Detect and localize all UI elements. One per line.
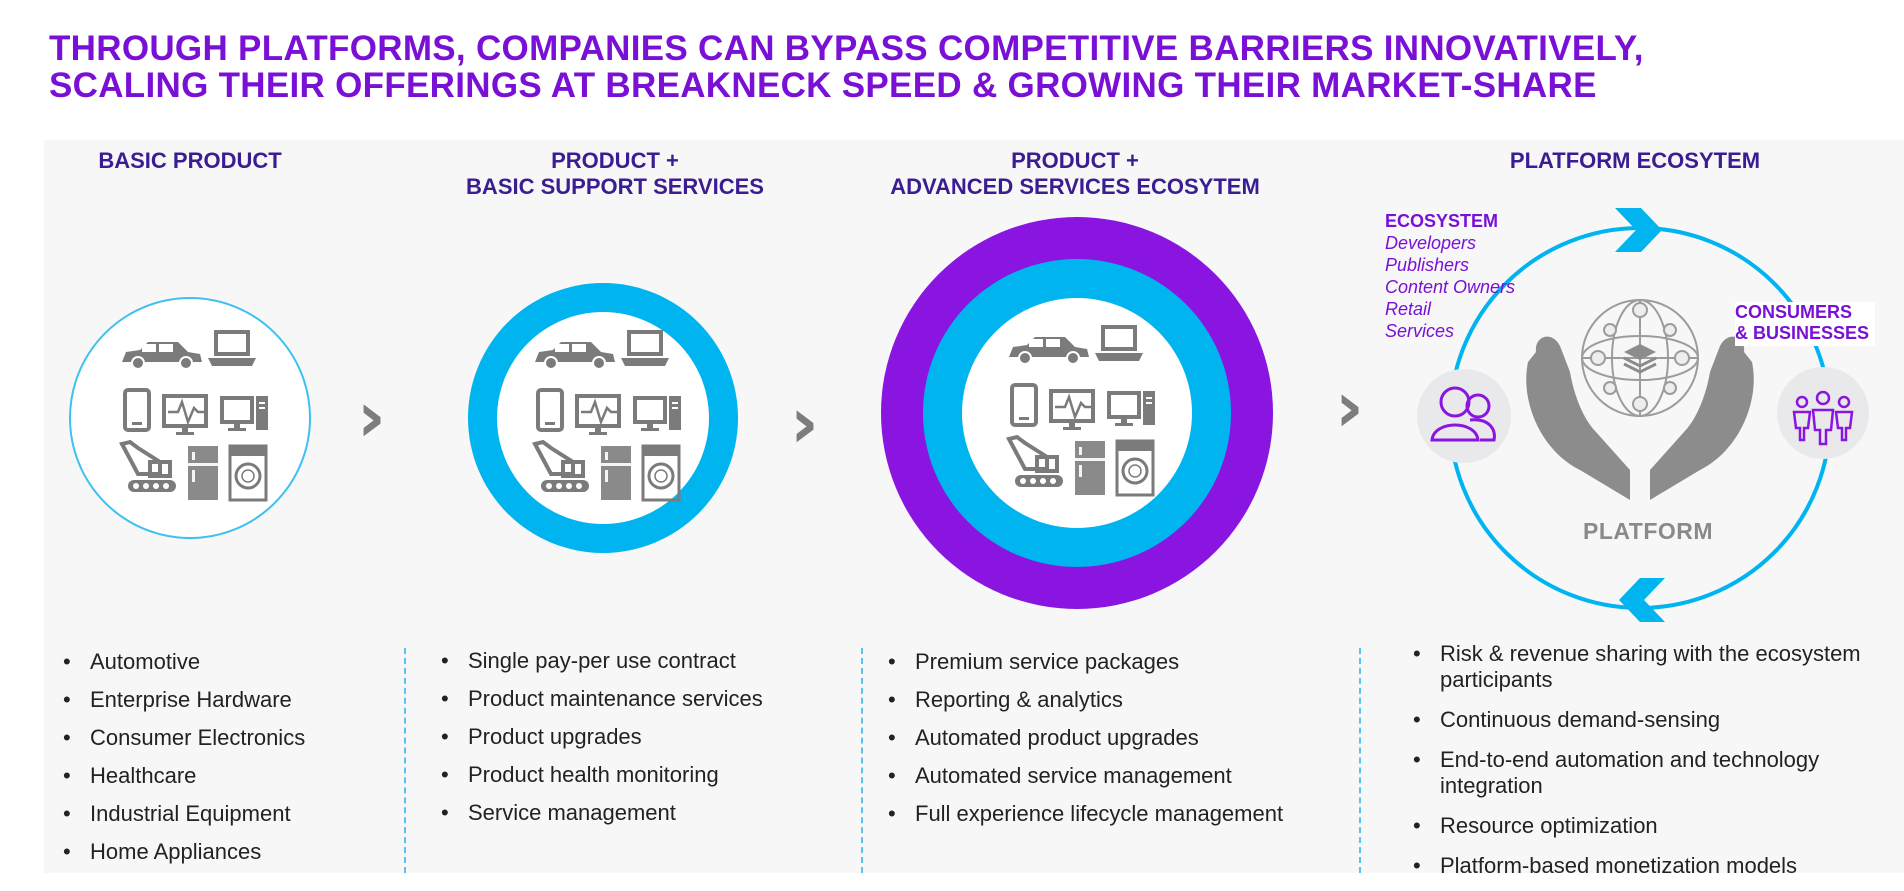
ecosystem-item: Developers <box>1385 233 1477 253</box>
platform-label: PLATFORM <box>1583 518 1714 544</box>
list-item: Automated product upgrades <box>883 725 1353 751</box>
headline-line-2: scaling their offerings at breakneck spe… <box>49 66 1597 105</box>
list-item: Product maintenance services <box>436 686 856 712</box>
stage-platform-ecosystem <box>1417 208 1869 622</box>
progression-arrow-3-icon: › <box>1335 366 1364 448</box>
bullet-list-platform-ecosystem: Risk & revenue sharing with the ecosyste… <box>1408 641 1888 891</box>
list-item: Service management <box>436 800 856 826</box>
ecosystem-heading: ECOSYSTEM <box>1385 211 1499 231</box>
column-title-basic-support: PRODUCT + BASIC SUPPORT SERVICES <box>466 148 764 199</box>
list-item: Healthcare <box>58 763 388 789</box>
list-item: Continuous demand-sensing <box>1408 707 1888 733</box>
list-item: Full experience lifecycle management <box>883 801 1353 827</box>
ecosystem-item: Retail <box>1385 299 1432 319</box>
cycle-arrow-right-icon <box>1615 208 1662 252</box>
stage-basic-product <box>69 297 311 539</box>
list-item: End-to-end automation and technology int… <box>1408 747 1888 799</box>
people-pair-icon <box>1430 386 1496 442</box>
list-item: Premium service packages <box>883 649 1353 675</box>
column-divider <box>404 648 406 873</box>
list-item: Product upgrades <box>436 724 856 750</box>
progression-arrow-1-icon: › <box>357 376 386 458</box>
list-item: Automated service management <box>883 763 1353 789</box>
headline-line-1: Through platforms, companies can bypass … <box>49 29 1644 68</box>
list-item: Resource optimization <box>1408 813 1888 839</box>
column-title-basic-product: BASIC PRODUCT <box>98 148 282 173</box>
bullet-list-basic-product: Automotive Enterprise Hardware Consumer … <box>58 649 388 877</box>
consumers-label: CONSUMERS & BUSINESSES <box>1735 302 1876 346</box>
ecosystem-item: Services <box>1385 321 1455 341</box>
list-item: Automotive <box>58 649 388 675</box>
bullet-list-advanced-services: Premium service packages Reporting & ana… <box>883 649 1353 839</box>
ecosystem-item: Publishers <box>1385 255 1470 275</box>
ecosystem-label: ECOSYSTEM Developers Publishers Content … <box>1385 210 1515 342</box>
column-title-platform-ecosystem: PLATFORM ECOSYTEM <box>1509 148 1761 173</box>
list-item: Platform-based monetization models <box>1408 853 1888 879</box>
list-item: Home Appliances <box>58 839 388 865</box>
hands-icon <box>1526 336 1754 500</box>
list-item: Reporting & analytics <box>883 687 1353 713</box>
column-divider <box>861 648 863 873</box>
layers-icon <box>1623 344 1657 374</box>
list-item: Enterprise Hardware <box>58 687 388 713</box>
stage-advanced-services <box>881 217 1273 609</box>
list-item: Product health monitoring <box>436 762 856 788</box>
column-divider <box>1359 648 1361 873</box>
progression-arrow-2-icon: › <box>790 382 819 464</box>
ecosystem-item: Content Owners <box>1385 277 1516 297</box>
list-item: Consumer Electronics <box>58 725 388 751</box>
list-item: Risk & revenue sharing with the ecosyste… <box>1408 641 1888 693</box>
ecosystem-people-icon <box>1417 369 1511 463</box>
cycle-arrow-left-icon <box>1619 578 1665 622</box>
bullet-list-basic-support: Single pay-per use contract Product main… <box>436 648 856 838</box>
list-item: Industrial Equipment <box>58 801 388 827</box>
stage-basic-support <box>468 283 738 553</box>
column-title-advanced-services: PRODUCT + ADVANCED SERVICES ECOSYTEM <box>890 148 1260 199</box>
list-item: Single pay-per use contract <box>436 648 856 674</box>
headline: Through platforms, companies can bypass … <box>49 30 1829 104</box>
stages-graphic <box>69 208 1869 622</box>
